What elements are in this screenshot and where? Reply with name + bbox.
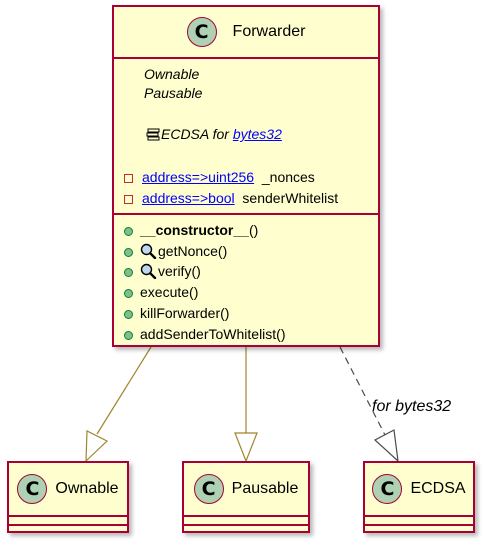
method-name: getNonce() [158, 243, 228, 259]
public-icon [124, 288, 133, 298]
class-icon: C [193, 474, 224, 504]
method-kill-forwarder: killForwarder() [124, 304, 229, 322]
class-header: C Forwarder [114, 7, 378, 57]
edge-forwarder-ecdsa [339, 346, 399, 463]
class-ownable[interactable]: C Ownable [7, 461, 129, 533]
inheritance-arrowhead [373, 429, 399, 463]
class-name: Pausable [231, 480, 299, 497]
fields-compartment [184, 515, 308, 524]
edge-label: for bytes32 [372, 398, 452, 415]
class-name: Forwarder [232, 23, 306, 40]
class-pausable[interactable]: C Pausable [182, 461, 310, 533]
class-header: C Ownable [9, 463, 127, 515]
methods-section: __constructor__() getNonce() verify() ex… [114, 213, 378, 349]
class-name: Ownable [55, 480, 119, 497]
class-icon: C [17, 474, 48, 504]
public-icon [124, 267, 133, 277]
methods-compartment [9, 524, 127, 526]
field-type-link[interactable]: address=>bool [142, 190, 235, 206]
magnifier-icon [140, 263, 157, 279]
field-nonces: address=>uint256 _nonces [124, 168, 315, 186]
method-name: __constructor__ [140, 222, 249, 238]
field-type-link[interactable]: address=>uint256 [142, 169, 255, 185]
private-icon [124, 173, 133, 183]
method-get-nonce: getNonce() [124, 242, 227, 260]
class-ecdsa[interactable]: C ECDSA [363, 461, 475, 533]
edge-forwarder-pausable [234, 347, 258, 463]
methods-compartment [365, 524, 473, 526]
field-name: senderWhitelist [242, 190, 339, 206]
public-icon [124, 247, 133, 257]
methods-compartment [184, 524, 308, 526]
edge-forwarder-ownable [85, 346, 152, 463]
public-icon [124, 226, 133, 236]
method-name: addSenderToWhitelist() [140, 326, 286, 342]
class-header: C ECDSA [365, 463, 473, 515]
fields-compartment [9, 515, 127, 524]
class-header: C Pausable [184, 463, 308, 515]
public-icon [124, 309, 133, 319]
public-icon [124, 330, 133, 340]
parent-pausable: Pausable [144, 85, 203, 101]
using-for: for [208, 126, 233, 142]
method-execute: execute() [124, 283, 198, 301]
field-name: _nonces [261, 169, 315, 185]
class-forwarder[interactable]: C Forwarder Ownable Pausable ECDSA for b… [112, 5, 380, 347]
class-icon: C [186, 17, 217, 47]
method-constructor: __constructor__() [124, 221, 258, 239]
method-name: execute() [140, 284, 199, 300]
parent-ownable: Ownable [144, 66, 200, 82]
inheritance-arrowhead [234, 432, 258, 463]
using-for-line: ECDSA for bytes32 [146, 125, 282, 143]
class-icon: C [372, 474, 403, 504]
method-name: killForwarder() [140, 305, 230, 321]
library-icon [146, 128, 160, 141]
using-type-link[interactable]: bytes32 [232, 126, 282, 142]
method-verify: verify() [124, 262, 201, 280]
attributes-section: Ownable Pausable ECDSA for bytes32 addre… [114, 57, 378, 213]
private-icon [124, 194, 133, 204]
using-lib: ECDSA [161, 126, 209, 142]
fields-compartment [365, 515, 473, 524]
inheritance-arrowhead [85, 430, 109, 463]
field-sender-whitelist: address=>bool senderWhitelist [124, 189, 338, 207]
class-name: ECDSA [410, 480, 466, 497]
method-name: verify() [158, 263, 201, 279]
method-add-sender: addSenderToWhitelist() [124, 325, 286, 343]
magnifier-icon [140, 243, 157, 259]
